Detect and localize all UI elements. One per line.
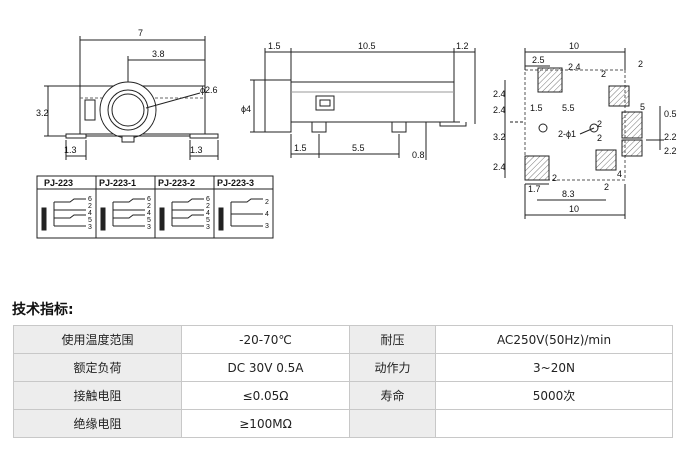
table-row: 接触电阻 ≤0.05Ω 寿命 5000次: [13, 381, 673, 410]
circuit-header-pj-223: PJ-223: [44, 178, 73, 188]
dim-fp-t: 8.3: [562, 189, 575, 199]
dim-fp-e: 2.4: [493, 89, 506, 99]
circuit-table: [36, 175, 274, 239]
pin-label: 6: [88, 196, 92, 203]
spec-value: [435, 409, 673, 438]
dim-fp-j: 0.5: [664, 109, 677, 119]
spec-value: DC 30V 0.5A: [181, 353, 350, 382]
pin-label: 4: [147, 210, 151, 217]
dim-side-front: 1.5: [268, 41, 281, 51]
dim-fp-r: 1.7: [528, 184, 541, 194]
dim-fp-width-bottom: 10: [569, 204, 579, 214]
spec-label: 绝缘电阻: [13, 409, 182, 438]
dim-fp-q: 2.4: [493, 162, 506, 172]
pin-label: 4: [265, 211, 269, 218]
table-row: 额定负荷 DC 30V 0.5A 动作力 3~20N: [13, 353, 673, 382]
dim-side-length: 10.5: [358, 41, 376, 51]
spec-value: AC250V(50Hz)/min: [435, 325, 673, 354]
dim-side-pin-offset: 1.5: [294, 143, 307, 153]
spec-label: 接触电阻: [13, 381, 182, 410]
front-view: [44, 36, 219, 160]
dim-front-offset: 3.8: [152, 49, 165, 59]
dim-fp-i: 5: [640, 102, 645, 112]
pin-label: 5: [206, 217, 210, 224]
dim-fp-c: 2: [601, 69, 606, 79]
dim-side-tail: 1.2: [456, 41, 469, 51]
spec-heading: 技术指标:: [12, 302, 74, 318]
pin-label: 3: [88, 224, 92, 231]
dim-fp-s: 2: [552, 173, 557, 183]
dim-fp-k: 3.2: [493, 132, 506, 142]
pin-label: 4: [88, 210, 92, 217]
pin-label: 2: [206, 203, 210, 210]
side-view: [250, 48, 476, 160]
pin-label: 2: [88, 203, 92, 210]
pin-label: 3: [206, 224, 210, 231]
pin-label: 2: [147, 203, 151, 210]
dim-fp-l: 2: [597, 119, 602, 129]
spec-label: 寿命: [349, 381, 436, 410]
dim-front-right-pad: 1.3: [190, 145, 203, 155]
spec-value: 3~20N: [435, 353, 673, 382]
spec-label: 额定负荷: [13, 353, 182, 382]
dim-fp-d: 2: [638, 59, 643, 69]
dim-fp-u: 2: [604, 182, 609, 192]
pin-label: 6: [206, 196, 210, 203]
dim-fp-b: 2.4: [568, 62, 581, 72]
pin-label: 2: [265, 199, 269, 206]
spec-label: 耐压: [349, 325, 436, 354]
pin-label: 5: [147, 217, 151, 224]
circuit-header-pj-223-1: PJ-223-1: [99, 178, 136, 188]
dim-fp-holes: 2-ϕ1: [558, 129, 576, 139]
dim-fp-m: 2: [597, 133, 602, 143]
spec-value: ≥100MΩ: [181, 409, 350, 438]
dim-side-diameter: ϕ4: [241, 104, 251, 114]
technical-drawing: 7 3.8 3.2 ϕ2.6 1.3 1.3 1.5 10.5 1.2 ϕ4 1…: [36, 28, 677, 239]
dim-front-left-pad: 1.3: [64, 145, 77, 155]
pin-label: 6: [147, 196, 151, 203]
dim-fp-g: 1.5: [530, 103, 543, 113]
footprint-view: [504, 48, 664, 219]
circuit-header-pj-223-3: PJ-223-3: [217, 178, 254, 188]
dim-side-pin-pitch: 5.5: [352, 143, 365, 153]
spec-value: ≤0.05Ω: [181, 381, 350, 410]
dim-fp-a: 2.5: [532, 55, 545, 65]
pin-label: 3: [147, 224, 151, 231]
dim-fp-h: 5.5: [562, 103, 575, 113]
dim-side-pin-height: 0.8: [412, 150, 425, 160]
dim-fp-f: 2.4: [493, 105, 506, 115]
dim-front-height: 3.2: [36, 108, 49, 118]
table-row: 使用温度范围 -20-70℃ 耐压 AC250V(50Hz)/min: [13, 325, 673, 354]
table-row: 绝缘电阻 ≥100MΩ: [13, 409, 673, 438]
spec-value: -20-70℃: [181, 325, 350, 354]
spec-label: [349, 409, 436, 438]
dim-fp-p: 2.2: [664, 146, 677, 156]
dim-front-width: 7: [138, 28, 143, 38]
spec-label: 使用温度范围: [13, 325, 182, 354]
pin-label: 4: [206, 210, 210, 217]
dim-fp-n: 4: [617, 169, 622, 179]
dim-front-diameter: ϕ2.6: [200, 85, 218, 95]
circuit-header-pj-223-2: PJ-223-2: [158, 178, 195, 188]
dim-fp-o: 2.2: [664, 132, 677, 142]
pin-label: 5: [88, 217, 92, 224]
spec-table: 使用温度范围 -20-70℃ 耐压 AC250V(50Hz)/min 额定负荷 …: [13, 325, 673, 438]
pin-label: 3: [265, 223, 269, 230]
spec-value: 5000次: [435, 381, 673, 410]
dim-fp-width-top: 10: [569, 41, 579, 51]
spec-label: 动作力: [349, 353, 436, 382]
